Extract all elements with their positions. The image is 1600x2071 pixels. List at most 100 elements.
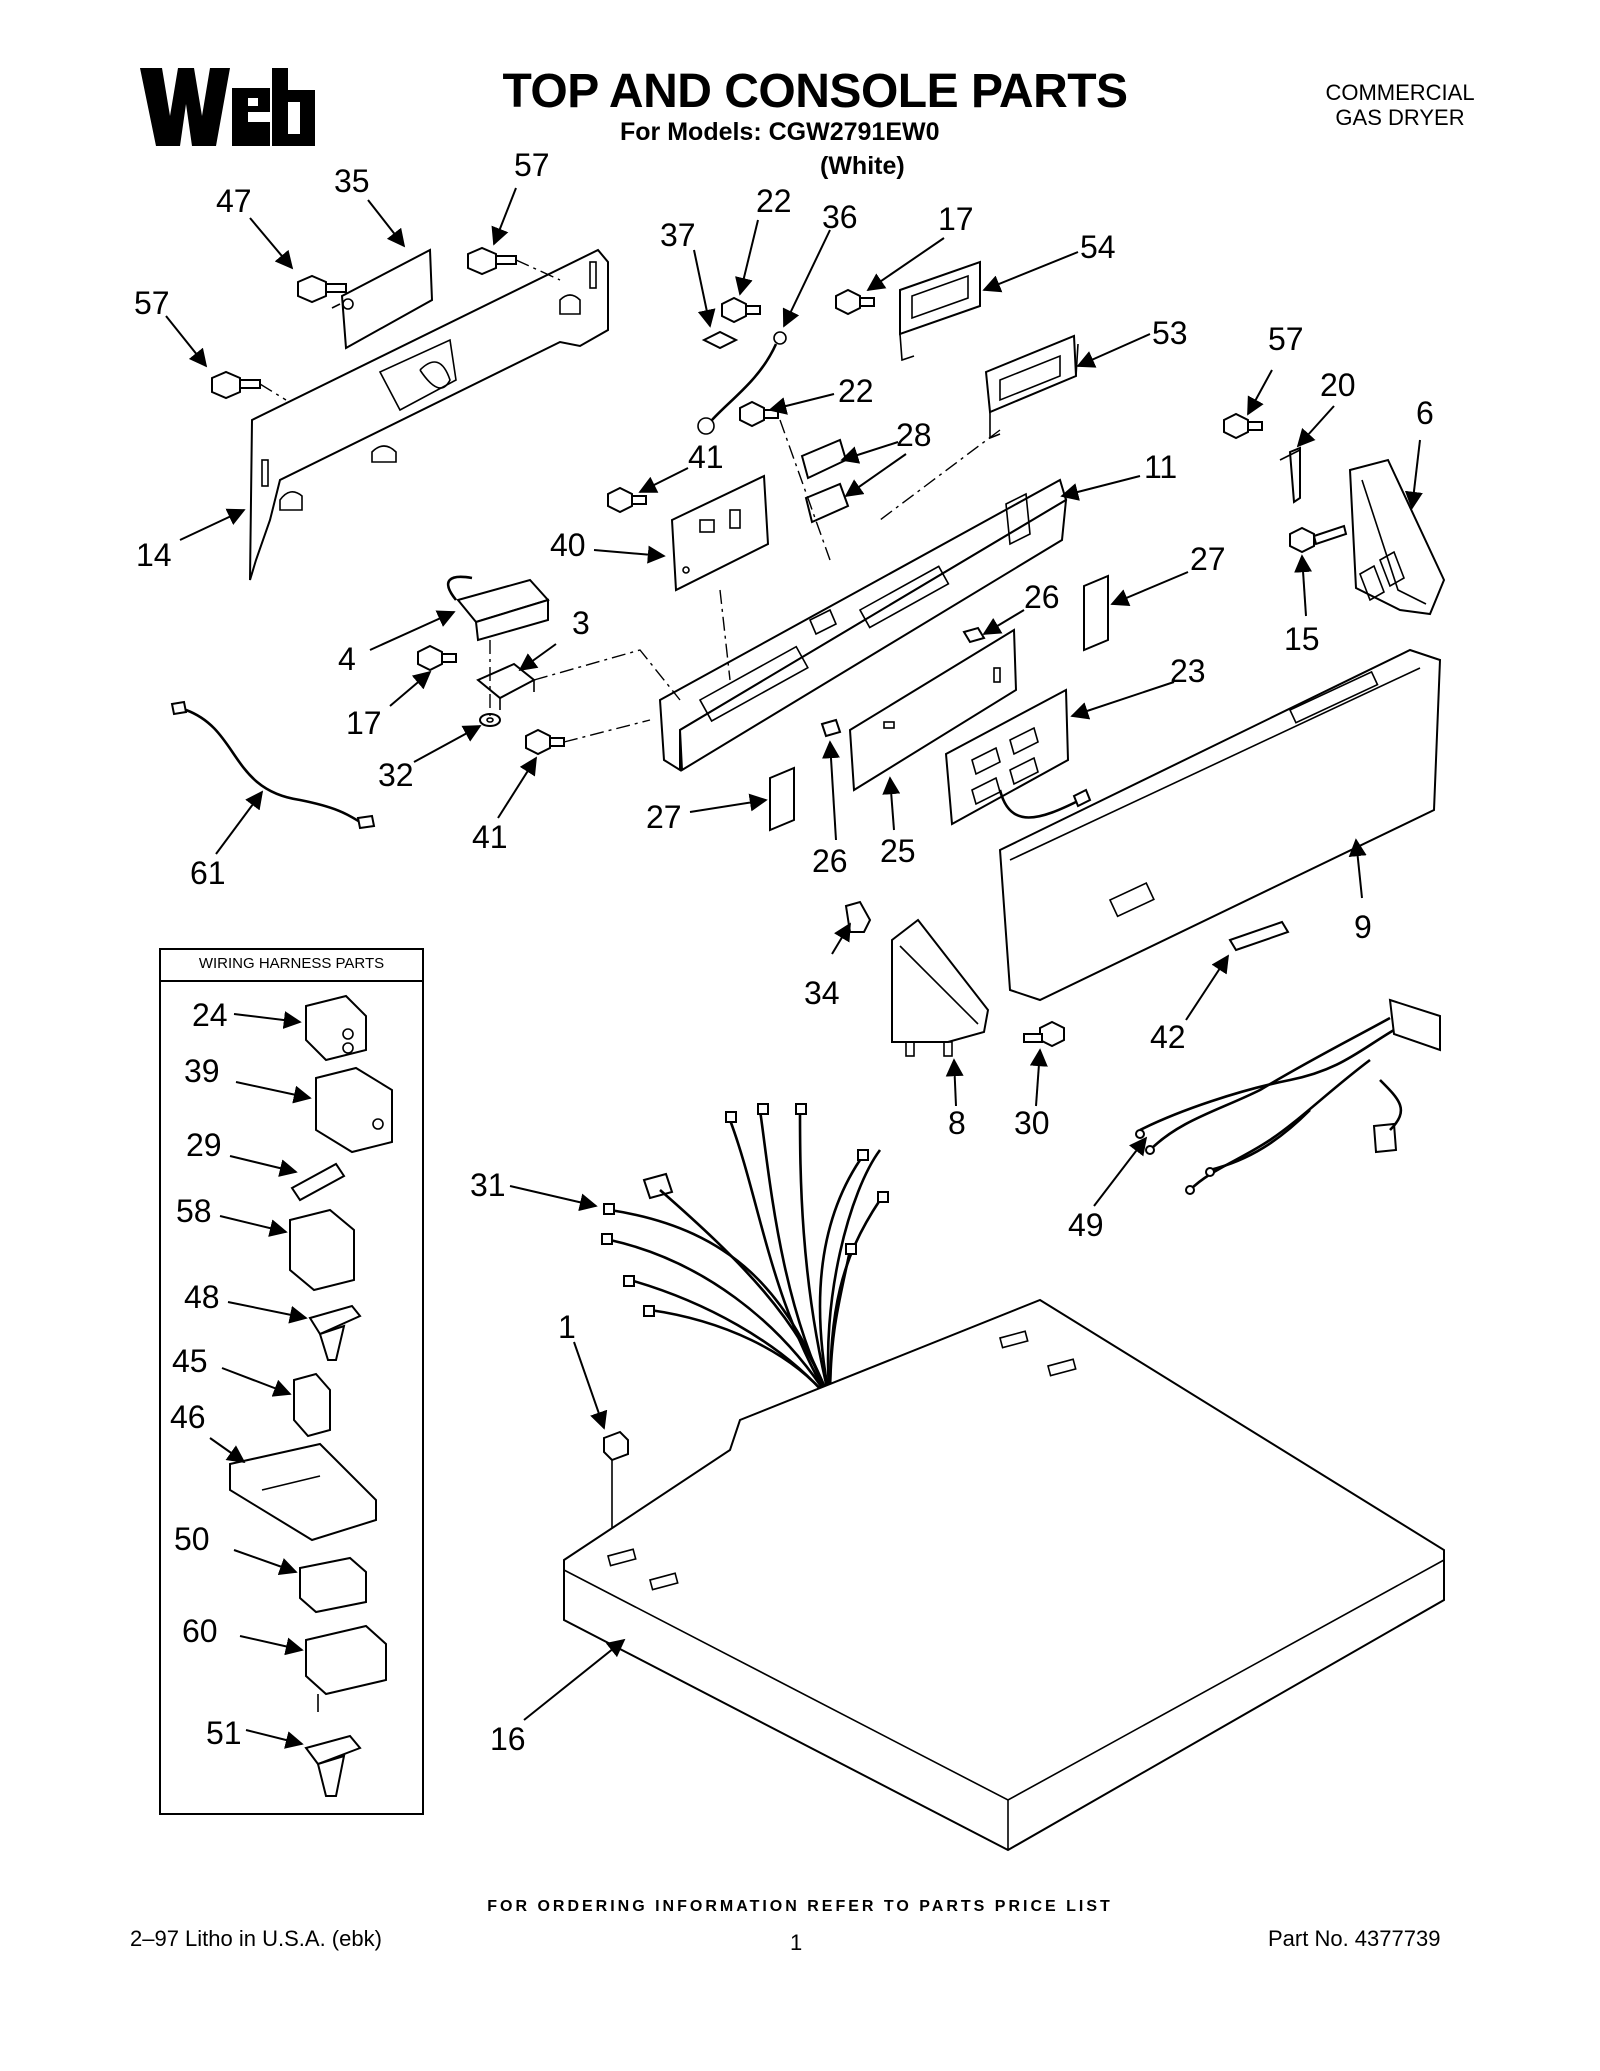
callout-36: 36 bbox=[822, 199, 858, 235]
connector-part-24 bbox=[305, 994, 367, 1062]
callout-4: 4 bbox=[338, 641, 356, 677]
ground-wire-part-36 bbox=[697, 331, 787, 435]
callout-30: 30 bbox=[1014, 1105, 1050, 1141]
door-switch-part-4 bbox=[446, 575, 550, 642]
screw-part-22-top bbox=[721, 296, 761, 324]
circuit-board-part-40 bbox=[670, 474, 770, 592]
callout-57-top: 57 bbox=[514, 147, 550, 183]
page-title: TOP AND CONSOLE PARTS bbox=[502, 65, 1128, 118]
callout-53: 53 bbox=[1152, 315, 1188, 351]
wiring-harness-parts-box bbox=[159, 948, 424, 1815]
callout-15: 15 bbox=[1284, 621, 1320, 657]
callout-26-lower: 26 bbox=[812, 843, 848, 879]
litho-line: 2–97 Litho in U.S.A. (ebk) bbox=[130, 1926, 382, 1951]
overlay-part-25 bbox=[848, 628, 1018, 792]
callout-28: 28 bbox=[896, 417, 932, 453]
callout-9: 9 bbox=[1354, 909, 1372, 945]
label-part-27-right bbox=[1083, 574, 1109, 652]
models-line: For Models: CGW2791EW0 bbox=[620, 118, 940, 146]
wiring-harness-parts-title: WIRING HARNESS PARTS bbox=[159, 948, 424, 982]
screw-part-57-left bbox=[211, 370, 261, 400]
screw-part-22-lower bbox=[739, 400, 779, 428]
callout-41-lower: 41 bbox=[472, 819, 508, 855]
callout-57-left: 57 bbox=[134, 285, 170, 321]
callout-27-right: 27 bbox=[1190, 541, 1226, 577]
clip-part-34 bbox=[844, 900, 872, 933]
callout-51: 51 bbox=[206, 1715, 242, 1751]
callout-57-right: 57 bbox=[1268, 321, 1304, 357]
callout-labels: 47 35 57 57 14 37 22 36 17 54 53 22 28 4… bbox=[134, 147, 1434, 1757]
callout-32: 32 bbox=[378, 757, 414, 793]
connector-part-45 bbox=[293, 1372, 331, 1438]
part-number: Part No. 4377739 bbox=[1268, 1926, 1441, 1951]
screw-part-57-right bbox=[1223, 412, 1263, 440]
callout-34: 34 bbox=[804, 975, 840, 1011]
washer-part-32 bbox=[479, 713, 501, 727]
connector-part-58 bbox=[289, 1208, 355, 1292]
leader-lines bbox=[165, 187, 1423, 1749]
wire-harness-part-49 bbox=[1135, 998, 1441, 1195]
screw-part-57-top bbox=[467, 246, 517, 276]
end-cap-right-part-6 bbox=[1348, 458, 1446, 616]
tie-part-29 bbox=[290, 1162, 346, 1202]
console-frame-part-11 bbox=[658, 478, 1068, 772]
top-panel-part-16 bbox=[563, 1298, 1445, 1852]
callout-16: 16 bbox=[490, 1721, 526, 1757]
callout-37: 37 bbox=[660, 217, 696, 253]
callout-60: 60 bbox=[182, 1613, 218, 1649]
bracket-part-3 bbox=[476, 662, 536, 710]
callout-25: 25 bbox=[880, 833, 916, 869]
pin-part-26-upper bbox=[962, 626, 986, 644]
clip-part-51 bbox=[304, 1734, 362, 1797]
page-number: 1 bbox=[790, 1930, 803, 1955]
callout-58: 58 bbox=[176, 1193, 212, 1229]
terminal-block-part-46 bbox=[229, 1442, 377, 1542]
connector-part-39 bbox=[315, 1066, 393, 1154]
callout-48: 48 bbox=[184, 1279, 220, 1315]
end-cap-left-part-8 bbox=[891, 918, 990, 1057]
callout-24: 24 bbox=[192, 997, 228, 1033]
pin-part-26-lower bbox=[820, 718, 842, 738]
switch-part-28-lower bbox=[804, 482, 850, 524]
screw-part-41-lower bbox=[525, 728, 565, 756]
callout-40: 40 bbox=[550, 527, 586, 563]
callout-17-left: 17 bbox=[346, 705, 382, 741]
bracket-part-35 bbox=[331, 248, 434, 350]
callout-1: 1 bbox=[558, 1309, 576, 1345]
screw-part-30 bbox=[1023, 1020, 1065, 1048]
callout-45: 45 bbox=[172, 1343, 208, 1379]
callout-61: 61 bbox=[190, 855, 226, 891]
connector-part-50 bbox=[299, 1556, 367, 1614]
callout-23: 23 bbox=[1170, 653, 1206, 689]
callout-11: 11 bbox=[1144, 449, 1177, 485]
product-line-1: COMMERCIAL bbox=[1325, 80, 1475, 105]
connector-part-60 bbox=[305, 1624, 387, 1712]
callout-54: 54 bbox=[1080, 229, 1116, 265]
ground-clip-part-37 bbox=[701, 330, 739, 350]
screw-part-41-upper bbox=[607, 486, 647, 514]
callout-14: 14 bbox=[136, 537, 172, 573]
callout-42: 42 bbox=[1150, 1019, 1186, 1055]
callout-35: 35 bbox=[334, 163, 370, 199]
console-part-9 bbox=[998, 648, 1442, 1002]
color-line: (White) bbox=[820, 152, 905, 180]
screw-part-15 bbox=[1289, 524, 1348, 554]
callout-26-upper: 26 bbox=[1024, 579, 1060, 615]
rear-console-panel-part-14 bbox=[249, 248, 609, 581]
screw-part-17-left bbox=[417, 644, 457, 672]
timer-bracket-part-54 bbox=[899, 260, 981, 362]
label-part-42 bbox=[1228, 920, 1290, 952]
callout-3: 3 bbox=[572, 605, 590, 641]
product-line-2: GAS DRYER bbox=[1335, 105, 1465, 130]
switch-part-28-upper bbox=[800, 438, 848, 480]
callout-20: 20 bbox=[1320, 367, 1356, 403]
screw-part-17-top bbox=[835, 288, 875, 316]
callout-49: 49 bbox=[1068, 1207, 1104, 1243]
callout-29: 29 bbox=[186, 1127, 222, 1163]
keypad-part-23 bbox=[944, 688, 1092, 826]
clip-part-48 bbox=[308, 1304, 362, 1361]
callout-50: 50 bbox=[174, 1521, 210, 1557]
callout-39: 39 bbox=[184, 1053, 220, 1089]
callout-46: 46 bbox=[170, 1399, 206, 1435]
